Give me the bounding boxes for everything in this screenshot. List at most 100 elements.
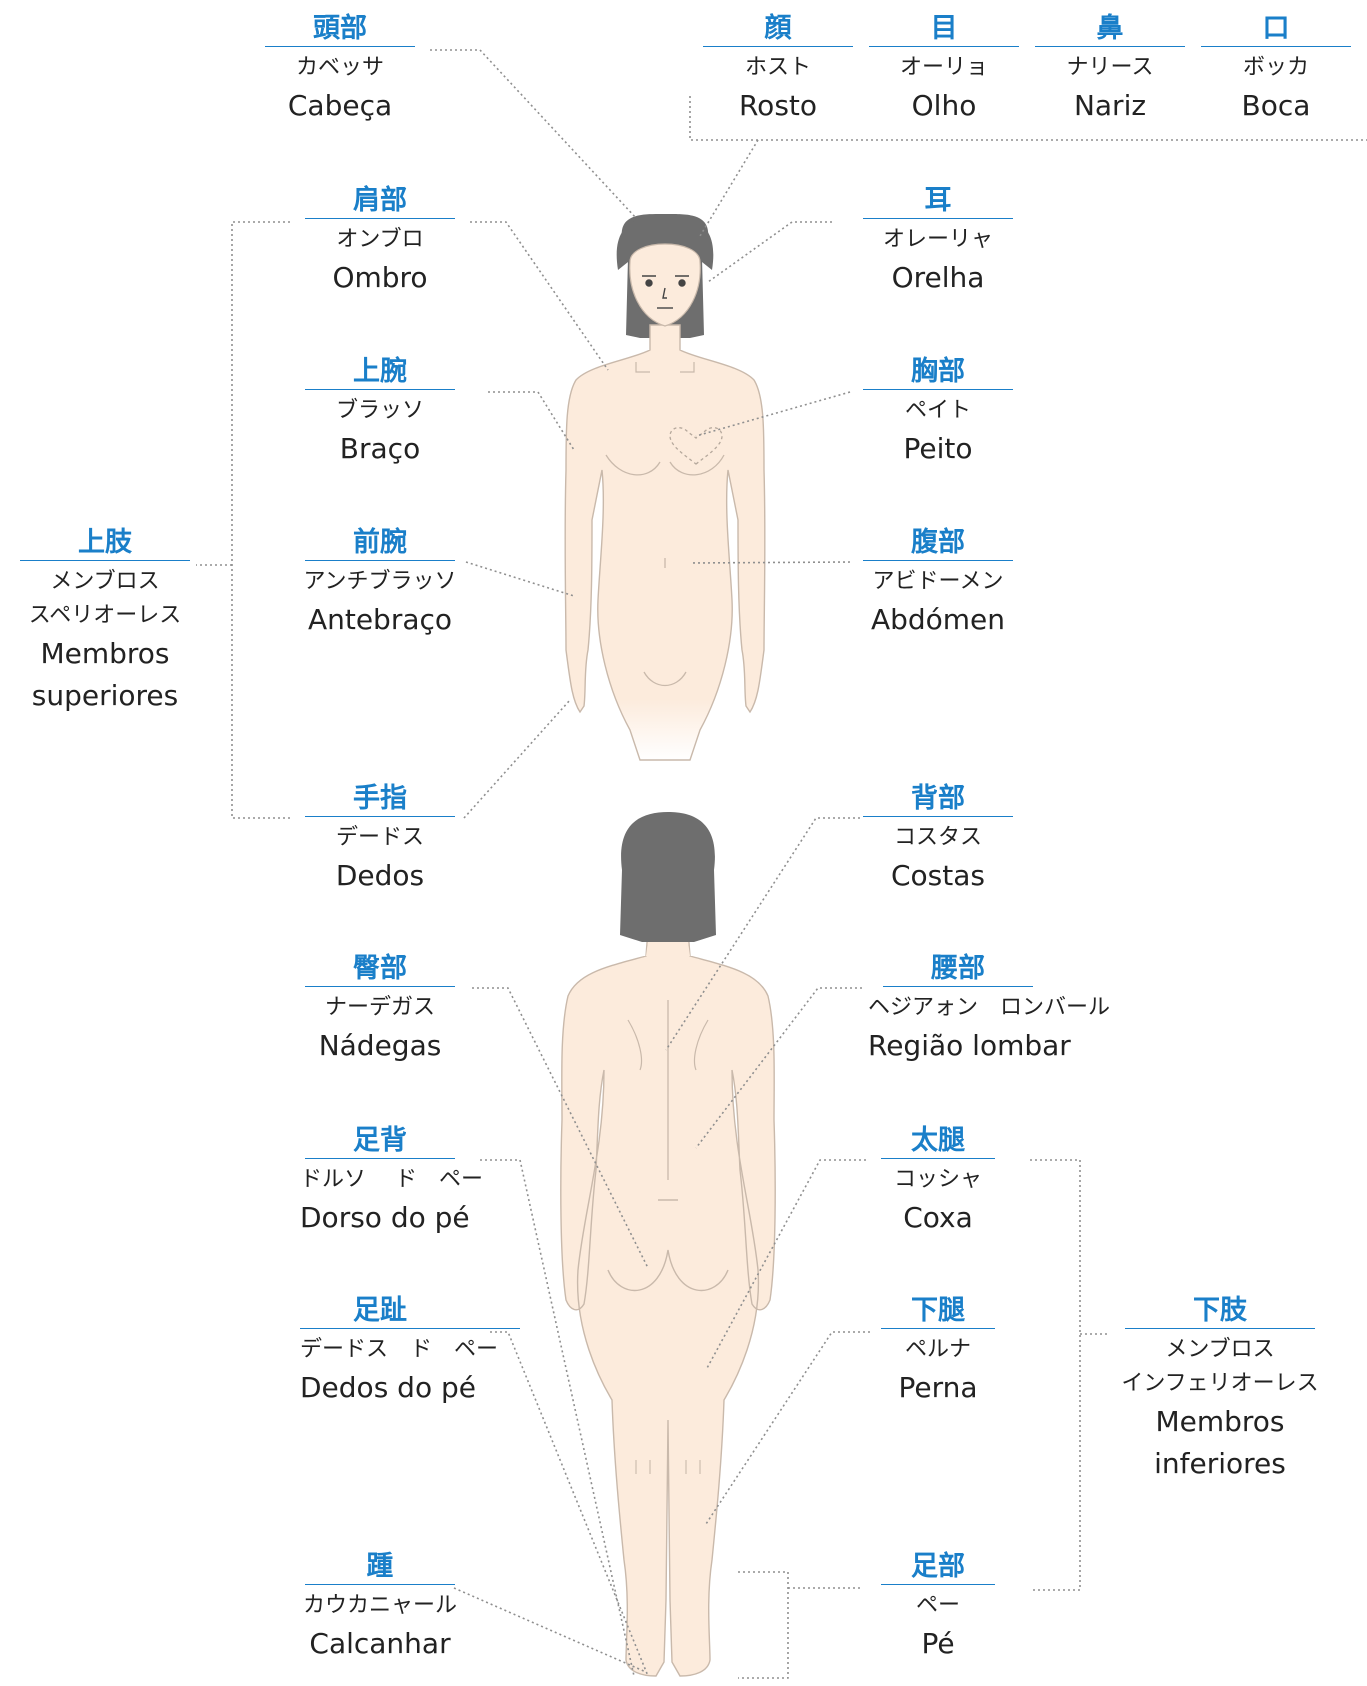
leader-shoulder <box>470 221 609 371</box>
label-instep-kana: ドルソ ド ペー <box>300 1167 483 1192</box>
label-instep: 足背 ドルソ ド ペー Dorso do pé <box>300 1124 483 1239</box>
label-nose-kana: ナリース <box>1066 55 1154 80</box>
label-foot-rule <box>881 1584 995 1585</box>
label-forearm-rule <box>305 560 455 561</box>
label-head-jp: 頭部 <box>313 13 367 44</box>
label-shoulder-kana: オンブロ <box>336 227 424 252</box>
label-face-pt: Rosto <box>738 89 818 122</box>
label-lower-limbs-rule <box>1125 1328 1315 1329</box>
label-ear: 耳 オレーリャ Orelha <box>858 184 1018 299</box>
label-buttocks-kana: ナーデガス <box>324 995 435 1020</box>
label-mouth-jp: 口 <box>1262 13 1290 44</box>
label-head-kana: カベッサ <box>295 55 384 80</box>
label-abdomen-kana: アビドーメン <box>872 569 1004 594</box>
label-fingers-rule <box>305 816 455 817</box>
label-heel-rule <box>305 1584 455 1585</box>
back-head <box>620 812 716 942</box>
leader-upper-limbs <box>196 221 290 819</box>
label-upper-arm-pt: Braço <box>339 432 421 465</box>
leader-instep <box>480 1159 635 1677</box>
label-lower-limbs-pt-1: Membros <box>1155 1405 1285 1438</box>
label-lower-leg-kana: ペルナ <box>904 1337 971 1362</box>
label-lower-limbs-pt-2: inferiores <box>1154 1447 1286 1480</box>
label-nose: 鼻 ナリース Nariz <box>1030 12 1190 127</box>
leader-face-group <box>689 96 1367 237</box>
label-chest-pt: Peito <box>903 432 973 465</box>
label-face-jp: 顔 <box>764 13 792 44</box>
label-foot: 足部 ペー Pé <box>858 1550 1018 1665</box>
label-thigh-jp: 太腿 <box>911 1125 965 1156</box>
leader-foot <box>738 1571 860 1679</box>
label-toes-kana: デードス ド ペー <box>300 1337 499 1362</box>
label-lower-limbs: 下肢 メンブロス インフェリオーレス Membros inferiores <box>1100 1294 1340 1485</box>
label-fingers: 手指 デードス Dedos <box>300 782 460 897</box>
label-upper-limbs-jp: 上肢 <box>78 527 132 558</box>
label-chest-kana: ペイト <box>904 398 971 423</box>
label-lumbar-rule <box>883 986 1033 987</box>
back-buttocks <box>607 1199 729 1292</box>
label-forearm-kana: アンチブラッソ <box>303 569 457 594</box>
label-lower-limbs-kana-2: インフェリオーレス <box>1121 1371 1319 1396</box>
label-lower-leg-jp: 下腿 <box>911 1295 965 1326</box>
label-upper-limbs-pt-2: superiores <box>31 679 179 712</box>
leader-fingers <box>463 699 571 819</box>
label-lumbar: 腰部 ヘジアォン ロンバール Região lombar <box>868 952 1110 1067</box>
label-eye-pt: Olho <box>911 89 977 122</box>
label-mouth-kana: ボッカ <box>1242 55 1309 80</box>
label-instep-rule <box>305 1158 455 1159</box>
label-buttocks-jp: 臀部 <box>353 953 407 984</box>
leader-lower-limbs <box>1030 1159 1110 1591</box>
label-upper-limbs-kana-2: スペリオーレス <box>28 603 182 628</box>
label-upper-arm-rule <box>305 389 455 390</box>
label-nose-rule <box>1035 46 1185 47</box>
label-back-kana: コスタス <box>893 825 982 850</box>
leader-thigh <box>705 1159 866 1371</box>
front-figure <box>564 213 766 761</box>
label-thigh-pt: Coxa <box>903 1201 973 1234</box>
label-head-pt: Cabeça <box>287 89 393 122</box>
leader-buttocks <box>472 987 649 1269</box>
label-head: 頭部 カベッサ Cabeça <box>260 12 420 127</box>
leader-ear <box>707 221 832 283</box>
back-figure <box>560 812 776 1677</box>
label-back-jp: 背部 <box>911 783 965 814</box>
front-face-features <box>642 275 689 309</box>
label-upper-arm: 上腕 ブラッソ Braço <box>300 355 460 470</box>
label-foot-kana: ペー <box>915 1593 960 1618</box>
leader-head <box>430 49 637 219</box>
label-lower-leg: 下腿 ペルナ Perna <box>858 1294 1018 1409</box>
label-nose-pt: Nariz <box>1073 89 1147 122</box>
label-abdomen-rule <box>863 560 1013 561</box>
label-abdomen: 腹部 アビドーメン Abdómen <box>858 526 1018 641</box>
label-back: 背部 コスタス Costas <box>858 782 1018 897</box>
label-face-kana: ホスト <box>744 55 811 80</box>
label-foot-pt: Pé <box>921 1627 955 1660</box>
label-lower-limbs-jp: 下肢 <box>1193 1295 1247 1326</box>
label-abdomen-pt: Abdómen <box>870 603 1006 636</box>
label-forearm-pt: Antebraço <box>307 603 453 636</box>
label-eye-kana: オーリョ <box>899 55 988 80</box>
label-thigh: 太腿 コッシャ Coxa <box>858 1124 1018 1239</box>
label-eye-jp: 目 <box>930 13 958 44</box>
label-nose-jp: 鼻 <box>1096 13 1124 44</box>
label-toes-pt: Dedos do pé <box>300 1371 476 1404</box>
chest-heart-marker <box>669 426 723 465</box>
label-lumbar-pt: Região lombar <box>868 1029 1071 1062</box>
label-toes: 足趾 デードス ド ペー Dedos do pé <box>300 1294 520 1409</box>
label-thigh-rule <box>881 1158 995 1159</box>
front-pelvis-line <box>643 671 687 687</box>
label-shoulder-rule <box>305 218 455 219</box>
back-knees <box>635 1460 701 1474</box>
label-face-rule <box>703 46 853 47</box>
label-mouth-pt: Boca <box>1241 89 1311 122</box>
label-chest: 胸部 ペイト Peito <box>858 355 1018 470</box>
label-toes-jp: 足趾 <box>353 1295 407 1326</box>
leader-lines <box>196 49 1367 1679</box>
front-hair-top <box>616 216 714 270</box>
label-instep-jp: 足背 <box>353 1125 407 1156</box>
label-head-rule <box>265 46 415 47</box>
label-fingers-kana: デードス <box>335 825 424 850</box>
leader-upper-arm <box>488 391 575 451</box>
label-ear-jp: 耳 <box>924 185 952 216</box>
